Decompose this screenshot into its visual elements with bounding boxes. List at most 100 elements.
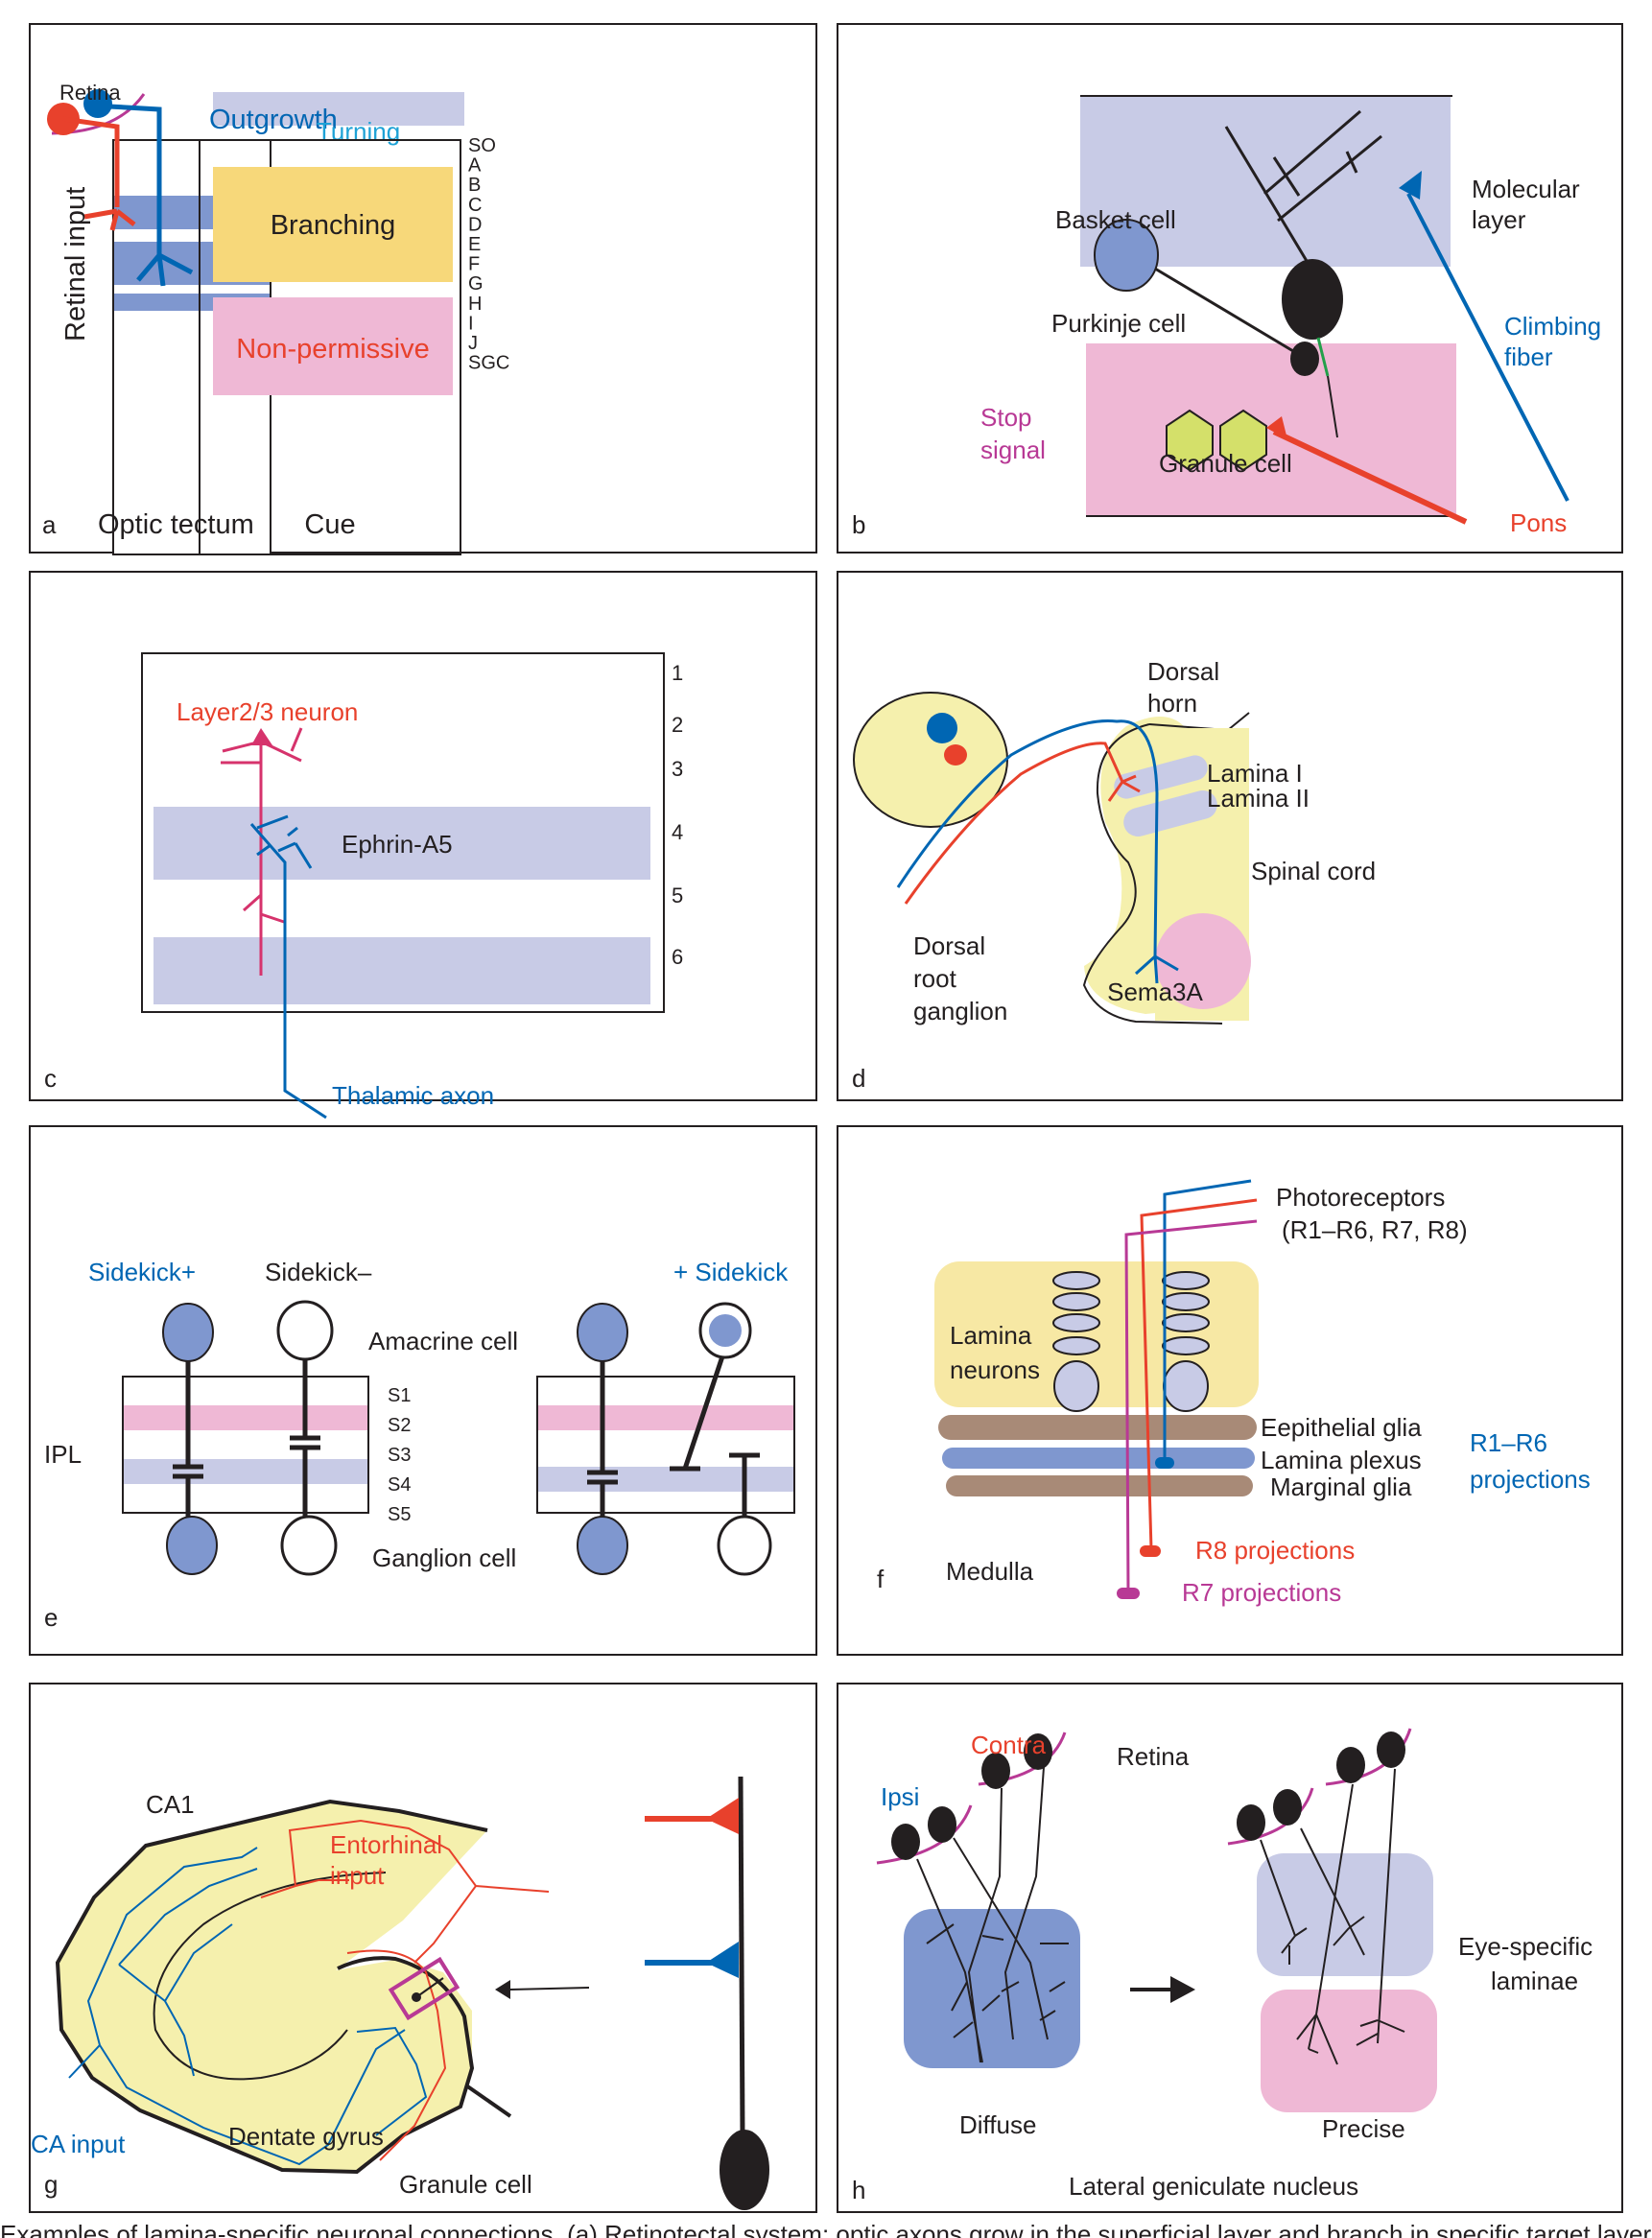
stop-signal-label-1: Stop <box>980 403 1032 432</box>
ipl-box-left <box>122 1376 369 1514</box>
panel-letter-a: a <box>42 510 57 539</box>
r8-projections-label: R8 projections <box>1195 1536 1355 1565</box>
ipl-s4-band-left <box>124 1459 367 1484</box>
contra-rgc-2 <box>1024 1733 1052 1770</box>
pyramidal-layer <box>153 1872 387 2081</box>
cue-label: Cue <box>304 509 355 540</box>
lamina-neuron-0-1 <box>1052 1292 1100 1311</box>
drg-label-1: Dorsal <box>913 931 985 960</box>
layer-6-band <box>153 937 650 1004</box>
sidekick-minus-amacrine <box>276 1300 334 1361</box>
molecular-label-1: Molecular <box>1472 175 1580 203</box>
panel-letter-b: b <box>852 510 865 539</box>
panel-c-diagram: Layer2/3 neuron Ephrin-A5 Thalamic axon … <box>44 652 683 1119</box>
panel-f-fly-visual-system: Photoreceptors (R1–R6, R7, R8) Lamina ne… <box>837 1125 1623 1656</box>
dorsal-horn-label-2: horn <box>1147 689 1197 718</box>
spinal-cord-label: Spinal cord <box>1251 857 1376 885</box>
precise-ipsi-rgc-2 <box>1273 1789 1302 1826</box>
eye-specific-label-1: Eye-specific <box>1458 1932 1593 1961</box>
blue-drg-neuron <box>927 713 957 743</box>
granule-cell-2 <box>1219 409 1267 472</box>
ipl-sublayer-s1: S1 <box>388 1385 411 1406</box>
cortical-layer-1: 1 <box>672 661 683 685</box>
precise-lamina-contra <box>1261 1990 1437 2112</box>
dorsal-horn-label-1: Dorsal <box>1147 657 1219 686</box>
tectal-layer-d: D <box>468 214 482 235</box>
climbing-fiber <box>1406 193 1569 502</box>
tectal-layer-j: J <box>468 333 478 354</box>
granule-cell-1 <box>1166 409 1214 472</box>
ipl-sublayer-s3: S3 <box>388 1445 411 1466</box>
ephrin-a5-label: Ephrin-A5 <box>342 830 453 859</box>
drg-label-3: ganglion <box>913 997 1007 1025</box>
tectal-layer-b: B <box>468 175 481 196</box>
photoreceptor-types-label: (R1–R6, R7, R8) <box>1282 1215 1468 1244</box>
cortical-layer-3: 3 <box>672 757 683 781</box>
photoreceptors-label: Photoreceptors <box>1276 1183 1445 1212</box>
lamina-1-label: Lamina I <box>1207 759 1303 788</box>
precise-contra-rgc-2 <box>1377 1732 1405 1768</box>
drg-label-2: root <box>913 964 957 993</box>
tectal-layer-sgc: SGC <box>468 353 509 374</box>
layer23-dendrites <box>221 727 303 924</box>
ipl-sublayer-s2: S2 <box>388 1415 411 1436</box>
r1-r6-label-1: R1–R6 <box>1470 1428 1547 1457</box>
panel-a-retinotectal: Retina Retinal input Outgrowth Turning B… <box>29 23 817 555</box>
ca1-outline <box>55 1799 488 2175</box>
panel-letter-e: e <box>44 1603 58 1632</box>
plus-sidekick-ganglion-2 <box>717 1515 772 1576</box>
lamina-neuron-large-1 <box>1163 1360 1209 1412</box>
dentate-hilus-line <box>464 2084 512 2118</box>
lgn-label: Lateral geniculate nucleus <box>1069 2172 1358 2201</box>
lamina-neuron-0-2 <box>1052 1313 1100 1332</box>
lamina-2-label: Lamina II <box>1207 784 1310 813</box>
retinal-input-label: Retinal input <box>60 187 91 342</box>
outgrowth-label: Outgrowth <box>209 105 338 135</box>
plus-sidekick-ganglion-1 <box>577 1516 628 1575</box>
granule-cell-label: Granule cell <box>399 2170 532 2199</box>
contra-label: Contra <box>971 1731 1047 1759</box>
turning-label: Turning <box>317 117 400 146</box>
r1-r6-axon <box>1163 1179 1252 1463</box>
epithelial-glia-label: Eepithelial glia <box>1261 1413 1422 1442</box>
ca-synapse <box>706 1942 739 1978</box>
development-arrowhead <box>1170 1976 1195 2003</box>
retina-label: Retina <box>59 81 121 105</box>
ipsi-rgc-1 <box>891 1824 920 1860</box>
optic-tectum-label: Optic tectum <box>98 509 254 540</box>
magnify-arrow <box>509 1987 590 1991</box>
tectal-layer-f: F <box>468 254 480 275</box>
diffuse-label: Diffuse <box>959 2110 1036 2139</box>
granule-cell-label: Granule cell <box>1159 449 1292 478</box>
entorhinal-input-fibers <box>260 1819 550 2161</box>
medulla-label: Medulla <box>946 1557 1034 1586</box>
precise-contra-rgc-1 <box>1336 1747 1365 1783</box>
ipl-s4-band-right <box>538 1467 793 1492</box>
panel-d-spinal-cord: Dorsal horn Lamina I Lamina II Spinal co… <box>837 571 1623 1101</box>
tectal-layer-e: E <box>468 234 481 255</box>
non-permissive-zone <box>213 297 453 395</box>
purkinje-axon-green <box>1316 337 1330 377</box>
pons-label: Pons <box>1510 508 1567 537</box>
layer23-apex <box>251 728 272 745</box>
basket-cell-axon <box>1154 267 1304 359</box>
panel-b-diagram: Molecular layer Basket cell Purkinje cel… <box>852 95 1601 539</box>
lamina-neurons-label-1: Lamina <box>950 1321 1032 1350</box>
marginal-glia-layer <box>946 1475 1253 1496</box>
thalamic-axon-branches <box>256 814 313 869</box>
cortical-layer-5: 5 <box>672 883 683 907</box>
sidekick-plus-label: Sidekick+ <box>88 1258 196 1286</box>
blue-sensory-axon <box>896 719 1159 957</box>
lamina-neuron-1-1 <box>1162 1292 1210 1311</box>
entorhinal-label-1: Entorhinal <box>330 1830 442 1859</box>
figure-caption: Examples of lamina-specific neuronal con… <box>0 2222 1652 2238</box>
sidekick-plus-amacrine <box>162 1303 214 1362</box>
lamina-neuron-1-3 <box>1162 1336 1210 1355</box>
marginal-glia-label: Marginal glia <box>1270 1472 1412 1501</box>
purkinje-dendrite-tree <box>1224 109 1382 262</box>
panel-letter-f: f <box>877 1565 885 1593</box>
ipl-box-right <box>536 1376 795 1514</box>
diffuse-lgn-zone <box>904 1909 1080 2068</box>
panel-b-cerebellum: Molecular layer Basket cell Purkinje cel… <box>837 23 1623 554</box>
